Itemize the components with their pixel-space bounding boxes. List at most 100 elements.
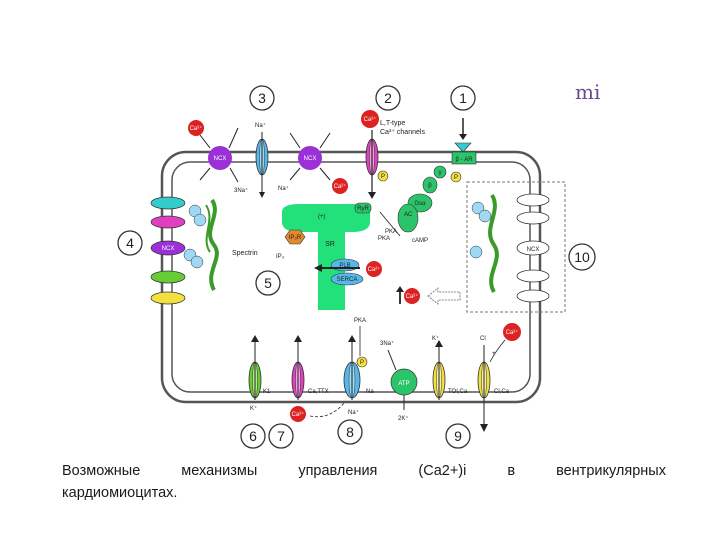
svg-text:Ca²⁺: Ca²⁺ xyxy=(190,125,203,132)
label-2k: 2K⁺ xyxy=(398,415,409,422)
svg-text:P: P xyxy=(360,360,364,366)
caption: Возможные механизмы управления (Ca2+)i в… xyxy=(62,460,666,504)
spectrin-left xyxy=(205,198,219,291)
caption-line-1: Возможные механизмы управления (Ca2+)i в… xyxy=(62,460,666,482)
label-camp: cAMP xyxy=(412,238,428,244)
label-cl: Cl xyxy=(480,336,486,342)
number-circle-9: 9 xyxy=(445,423,471,449)
svg-text:Ca²⁺: Ca²⁺ xyxy=(364,116,377,123)
svg-text:Ca²⁺: Ca²⁺ xyxy=(334,183,347,190)
label-plus-small: + xyxy=(492,351,496,357)
number-circle-2: 2 xyxy=(375,85,401,111)
svg-text:γ: γ xyxy=(439,170,442,176)
label-na-mid: Na⁺ xyxy=(278,185,289,192)
label-pka-top: PKA xyxy=(385,229,397,235)
number-4: 4 xyxy=(126,235,134,251)
calcium-ion-mid: Ca²⁺ xyxy=(332,178,348,194)
svg-text:NCX: NCX xyxy=(527,247,540,253)
label-pka-bottom: PKA xyxy=(354,318,366,324)
svg-text:ATP: ATP xyxy=(398,381,409,387)
number-5: 5 xyxy=(264,275,272,291)
caption-line-2: кардиомиоцитах. xyxy=(62,485,178,501)
number-circle-4: 4 xyxy=(117,230,143,256)
svg-text:SERCA: SERCA xyxy=(337,277,358,283)
number-3: 3 xyxy=(258,90,266,106)
svg-text:NCX: NCX xyxy=(214,156,227,162)
svg-text:PLB: PLB xyxy=(339,263,350,269)
calcium-ion-bottom: Ca²⁺ xyxy=(290,406,306,422)
caption-word: Возможные xyxy=(62,463,141,479)
logo: mi xyxy=(575,80,601,104)
label-spectrin: Spectrin xyxy=(232,250,258,257)
svg-text:Ca²⁺: Ca²⁺ xyxy=(506,329,519,336)
k1-channel xyxy=(248,335,262,400)
svg-text:IP₃R: IP₃R xyxy=(289,235,302,241)
ryanodine-receptor: RyR xyxy=(354,202,372,214)
l-type-calcium-channel: Ca²⁺ P xyxy=(361,110,389,199)
label-toi-ca: TOI,Ca xyxy=(448,389,468,395)
svg-text:NCX: NCX xyxy=(162,246,175,252)
ncx-exchanger-top-right: NCX xyxy=(289,132,331,181)
number-9: 9 xyxy=(454,428,462,444)
number-7: 7 xyxy=(277,428,285,444)
caption-word: механизмы xyxy=(181,463,258,479)
label-na: Na xyxy=(366,389,374,395)
number-2: 2 xyxy=(384,90,392,106)
number-circle-8: 8 xyxy=(337,419,363,445)
g-protein: γ β Gsα AC xyxy=(397,165,447,233)
calcium-ion-right: Ca²⁺ xyxy=(396,286,461,305)
beta-adrenergic-receptor: β - AR P xyxy=(450,118,477,183)
sodium-channel-bottom: P xyxy=(343,335,368,400)
label-plus: (+) xyxy=(318,214,326,220)
label-ca-ttx: Ca,TTX xyxy=(308,389,329,395)
right-channel-stack: NCX xyxy=(516,193,550,303)
number-circle-5: 5 xyxy=(255,270,281,296)
label-3na-bottom: 3Na⁺ xyxy=(380,340,394,347)
label-na-top: Na⁺ xyxy=(255,122,266,129)
svg-text:RyR: RyR xyxy=(357,206,369,212)
caption-word: вентрикулярных xyxy=(556,463,666,479)
number-10: 10 xyxy=(574,249,590,265)
number-circle-3: 3 xyxy=(249,85,275,111)
number-1: 1 xyxy=(459,90,467,106)
spectrin-right xyxy=(469,193,499,294)
svg-text:P: P xyxy=(454,175,458,181)
svg-text:AC: AC xyxy=(404,212,413,218)
ca-ttx-channel xyxy=(291,335,305,400)
svg-text:β: β xyxy=(428,183,432,189)
number-circle-10: 10 xyxy=(568,243,596,271)
label-ca-channel: L,T-type xyxy=(380,120,405,127)
calcium-ion-sr: Ca²⁺ xyxy=(366,261,382,277)
label-cl-ca: Cl,Ca xyxy=(494,389,510,395)
svg-text:P: P xyxy=(381,174,385,180)
svg-text:NCX: NCX xyxy=(304,156,317,162)
label-na-bottom: Na⁺ xyxy=(348,409,359,416)
number-circle-1: 1 xyxy=(450,85,476,111)
label-k1: K1 xyxy=(263,389,271,395)
svg-text:Ca²⁺: Ca²⁺ xyxy=(292,411,305,418)
cl-channel xyxy=(477,345,491,432)
calcium-ion-cl: Ca²⁺ xyxy=(489,323,521,363)
svg-text:β - AR: β - AR xyxy=(455,157,473,163)
toi-channel xyxy=(432,340,446,400)
number-6: 6 xyxy=(249,428,257,444)
t-tubule-box xyxy=(466,181,566,313)
calcium-ion-top-left: Ca²⁺ xyxy=(188,120,204,136)
label-pka-sr: PKA xyxy=(378,236,390,242)
left-channel-stack: NCX xyxy=(150,196,207,305)
label-k-bottom: K⁺ xyxy=(250,405,257,412)
sarcoplasmic-reticulum: SR xyxy=(282,204,370,310)
number-8: 8 xyxy=(346,424,354,440)
label-ca-channel2: Ca²⁺ channels xyxy=(380,129,425,136)
svg-text:Gsα: Gsα xyxy=(414,201,426,207)
ip3-receptor: IP₃R xyxy=(284,229,306,245)
ncx-exchanger-top-left: NCX xyxy=(199,127,239,183)
atp-pump: ATP xyxy=(387,349,418,410)
label-k-top: K⁺ xyxy=(432,335,439,342)
caption-word: в xyxy=(507,463,516,479)
number-circle-7: 7 xyxy=(268,423,294,449)
label-3na-top: 3Na⁺ xyxy=(234,187,248,194)
caption-word: управления xyxy=(298,463,378,479)
